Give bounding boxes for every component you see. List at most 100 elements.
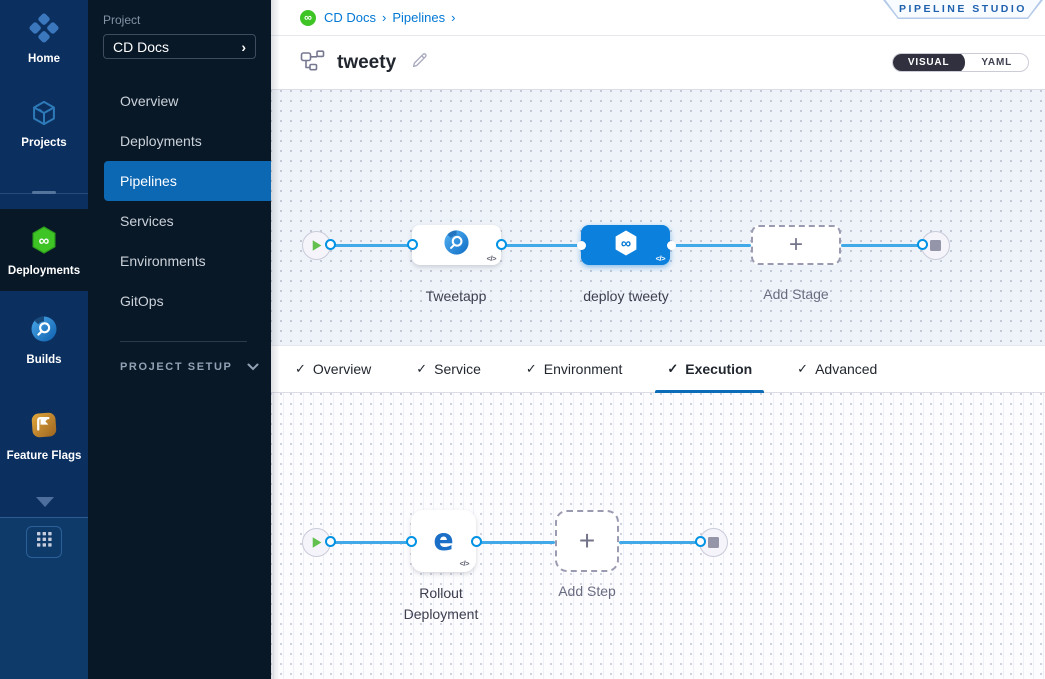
projects-cube-icon xyxy=(30,99,58,132)
module-rail: Home Projects ∞ Deployments Builds xyxy=(0,0,88,679)
sidebar-item-services[interactable]: Services xyxy=(120,213,174,229)
main-content: ∞ CD Docs › Pipelines › PIPELINE STUDIO … xyxy=(271,0,1045,679)
sidebar-item-deployments[interactable]: Deployments xyxy=(120,133,202,149)
connector-port xyxy=(666,241,676,250)
sidebar-item-environments[interactable]: Environments xyxy=(120,253,206,269)
toggle-yaml-button[interactable]: YAML xyxy=(981,57,1012,68)
tab-label: Service xyxy=(434,361,481,377)
stage-node-tweetapp[interactable]: </> xyxy=(412,225,501,265)
sidebar-item-overview[interactable]: Overview xyxy=(120,93,179,109)
flow-line xyxy=(330,541,411,544)
connector-port xyxy=(916,239,928,250)
tab-service[interactable]: ✓ Service xyxy=(404,346,493,392)
flow-line xyxy=(501,244,581,247)
rail-label-home: Home xyxy=(28,53,60,65)
tab-advanced[interactable]: ✓ Advanced xyxy=(785,346,889,392)
rail-item-projects[interactable]: Projects xyxy=(0,99,88,149)
check-icon: ✓ xyxy=(525,361,537,376)
stage-canvas[interactable]: </> ∞ </> + Tweetapp deploy tweety xyxy=(271,90,1045,345)
k8s-rollout-icon: e xyxy=(433,523,454,558)
grid-icon xyxy=(36,532,52,552)
stage-config-tabs: ✓ Overview ✓ Service ✓ Environment ✓ Exe… xyxy=(271,345,1045,393)
stage-label-deploy-tweety: deploy tweety xyxy=(583,288,669,304)
tab-environment[interactable]: ✓ Environment xyxy=(514,346,635,392)
stop-icon xyxy=(930,240,941,251)
flow-line xyxy=(671,244,751,247)
pipeline-toolbar: tweety VISUAL YAML xyxy=(271,36,1045,90)
connector-port xyxy=(324,239,336,250)
tab-label: Advanced xyxy=(815,361,878,377)
chevron-right-icon: › xyxy=(451,10,456,25)
edit-pencil-icon[interactable] xyxy=(410,51,429,75)
connector-port xyxy=(406,239,418,250)
feature-flags-icon xyxy=(29,410,59,445)
rail-item-deployments[interactable]: ∞ Deployments xyxy=(0,225,88,277)
project-setup-toggle[interactable]: PROJECT SETUP xyxy=(88,361,271,373)
flow-line xyxy=(619,541,700,544)
breadcrumb-link-pipelines[interactable]: Pipelines xyxy=(392,10,446,25)
tab-label: Environment xyxy=(543,361,623,377)
project-selector-value: CD Docs xyxy=(113,38,170,55)
code-view-badge: </> xyxy=(486,254,497,263)
cd-deployments-icon: ∞ xyxy=(29,225,59,260)
chevron-right-icon: › xyxy=(382,10,387,25)
check-icon: ✓ xyxy=(295,361,306,376)
plus-icon: + xyxy=(578,525,596,556)
play-icon xyxy=(312,537,322,548)
sidebar-item-gitops[interactable]: GitOps xyxy=(120,293,164,309)
flow-line xyxy=(841,244,923,247)
rail-label-deployments: Deployments xyxy=(7,265,81,277)
stage-label-tweetapp: Tweetapp xyxy=(425,288,487,304)
tab-overview[interactable]: ✓ Overview xyxy=(283,346,383,392)
pipeline-title: tweety xyxy=(337,51,397,73)
project-setup-label: PROJECT SETUP xyxy=(120,361,233,373)
visual-yaml-toggle: VISUAL YAML xyxy=(891,53,1029,72)
ci-builds-icon xyxy=(29,314,59,349)
tab-label: Overview xyxy=(312,361,372,377)
project-sidebar: Project CD Docs › Overview Deployments P… xyxy=(88,0,271,679)
chevron-right-icon: › xyxy=(241,38,246,55)
check-icon: ✓ xyxy=(667,361,679,376)
tab-execution[interactable]: ✓ Execution xyxy=(655,346,764,393)
connector-port xyxy=(495,239,507,250)
execution-canvas[interactable]: e </> + Rollout Deployment Add Step xyxy=(271,393,1045,679)
sidebar-divider xyxy=(120,341,247,342)
tab-label: Execution xyxy=(685,361,753,377)
svg-text:∞: ∞ xyxy=(39,232,50,249)
flow-line xyxy=(330,244,412,247)
rail-label-projects: Projects xyxy=(21,137,67,149)
step-node-rollout-deployment[interactable]: e </> xyxy=(411,510,476,572)
connector-port xyxy=(324,536,336,547)
connector-port xyxy=(694,536,706,547)
connector-port xyxy=(405,536,417,547)
code-view-badge: </> xyxy=(459,559,470,568)
stage-node-deploy-tweety[interactable]: ∞ </> xyxy=(581,225,670,265)
rail-item-feature-flags[interactable]: Feature Flags xyxy=(0,410,88,462)
rail-bottom-section xyxy=(0,517,88,679)
step-label-rollout-deployment: Rollout Deployment xyxy=(403,585,479,622)
chevron-down-icon xyxy=(247,363,258,371)
toggle-visual-button[interactable]: VISUAL xyxy=(892,54,966,71)
code-view-badge: </> xyxy=(655,254,666,263)
breadcrumb-bar: ∞ CD Docs › Pipelines › PIPELINE STUDIO xyxy=(271,0,1045,36)
build-stage-icon xyxy=(442,228,471,262)
rail-divider-handle[interactable] xyxy=(32,191,56,194)
add-step-button[interactable]: + xyxy=(555,510,619,572)
sidebar-nav: Overview Deployments Pipelines Services … xyxy=(88,81,271,321)
breadcrumb: ∞ CD Docs › Pipelines › xyxy=(300,9,456,26)
module-picker-button[interactable] xyxy=(26,526,62,558)
project-selector[interactable]: CD Docs › xyxy=(103,34,256,59)
add-stage-label: Add Stage xyxy=(763,286,829,302)
rail-item-home[interactable]: Home xyxy=(0,13,88,65)
rail-collapse-chevron-down-icon[interactable] xyxy=(36,497,54,507)
breadcrumb-link-project[interactable]: CD Docs xyxy=(324,10,377,25)
sidebar-item-pipelines[interactable]: Pipelines xyxy=(104,161,271,201)
pipeline-studio-badge-label: PIPELINE STUDIO xyxy=(899,2,1027,15)
add-stage-button[interactable]: + xyxy=(751,225,841,265)
add-step-label: Add Step xyxy=(558,583,616,599)
connector-port xyxy=(576,241,586,250)
pipeline-flow-icon xyxy=(300,49,325,76)
rail-item-builds[interactable]: Builds xyxy=(0,314,88,366)
plus-icon: + xyxy=(788,231,803,258)
svg-text:∞: ∞ xyxy=(620,236,630,252)
